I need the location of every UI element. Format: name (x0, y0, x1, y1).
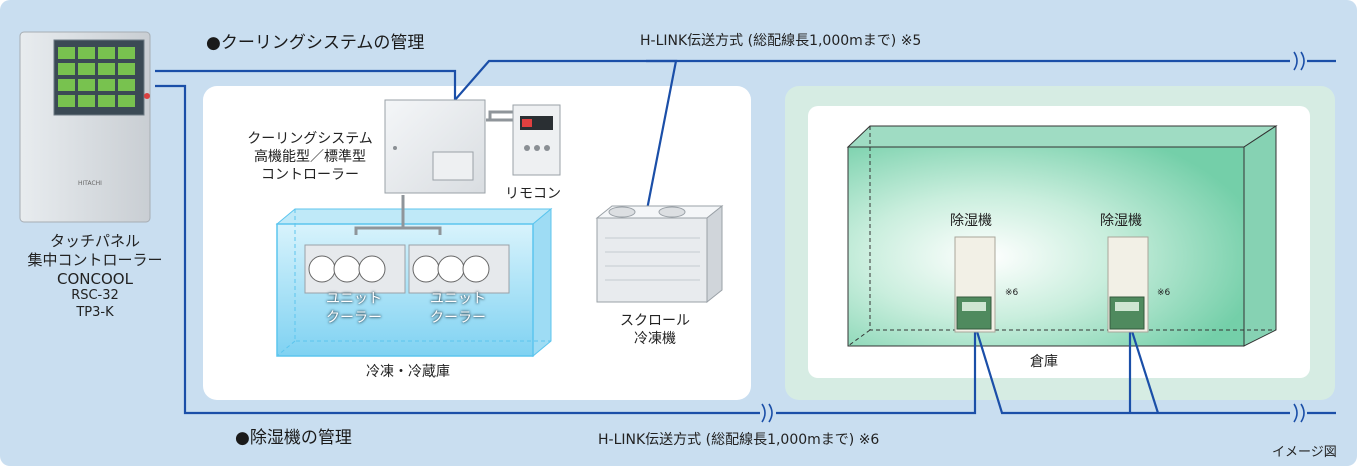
warehouse-label: 倉庫 (1030, 354, 1058, 370)
brand-logo: HITACHI (78, 180, 102, 187)
hlink-top-label: H-LINK伝送方式 (総配線長1,000mまで) ※5 (640, 33, 922, 49)
scroll-chiller-label: スクロール 冷凍機 (610, 312, 700, 348)
heading-cooling: ●クーリングシステムの管理 (206, 33, 425, 53)
note-6-b: ※6 (1157, 288, 1171, 298)
freezer-room-label: 冷凍・冷蔵庫 (366, 364, 450, 380)
unit-cooler-2-line1: ユニット (430, 291, 486, 307)
touch-panel-line3: CONCOOL (57, 269, 133, 288)
scroll-chiller-device (595, 204, 724, 304)
unit-cooler-2-line2: クーラー (430, 309, 486, 326)
unit-cooler-2 (408, 244, 510, 294)
cooling-controller-label: クーリングシステム 高機能型／標準型 コントローラー (230, 130, 390, 185)
unit-cooler-1 (304, 244, 406, 294)
touch-panel-model1: RSC-32 (71, 288, 119, 304)
touch-panel-device (19, 31, 151, 223)
unit-cooler-1-line1: ユニット (326, 291, 382, 307)
dehumidifier-1 (954, 236, 996, 333)
touch-panel-line1: タッチパネル (49, 232, 140, 250)
touch-panel-line2: 集中コントローラー (27, 250, 163, 269)
touch-panel-label: タッチパネル 集中コントローラー CONCOOL RSC-32 TP3-K (0, 232, 190, 321)
touch-panel-model2: TP3-K (76, 304, 114, 320)
unit-cooler-1-line2: クーラー (326, 309, 382, 326)
dehumidifier-2-label: 除湿機 (1100, 213, 1142, 229)
scroll-chiller-line2: 冷凍機 (634, 331, 676, 348)
cooling-controller-line2: 高機能型／標準型 (254, 149, 366, 166)
cooling-controller-line3: コントローラー (261, 167, 359, 184)
unit-cooler-1-label: ユニット クーラー (318, 290, 390, 328)
heading-dehumidifier: ●除湿機の管理 (235, 428, 352, 448)
remote-controller-device (512, 104, 561, 176)
unit-cooler-2-label: ユニット クーラー (422, 290, 494, 328)
remote-label: リモコン (505, 186, 561, 202)
cooling-controller-device (384, 99, 486, 194)
dehumidifier-2 (1107, 236, 1149, 333)
dehumidifier-1-label: 除湿機 (950, 213, 992, 229)
warehouse-box (846, 125, 1278, 347)
cooling-controller-line1: クーリングシステム (247, 131, 373, 147)
scroll-chiller-line1: スクロール (620, 313, 690, 329)
image-note: イメージ図 (1272, 445, 1337, 460)
hlink-bottom-label: H-LINK伝送方式 (総配線長1,000mまで) ※6 (598, 432, 880, 448)
note-6-a: ※6 (1005, 288, 1019, 298)
